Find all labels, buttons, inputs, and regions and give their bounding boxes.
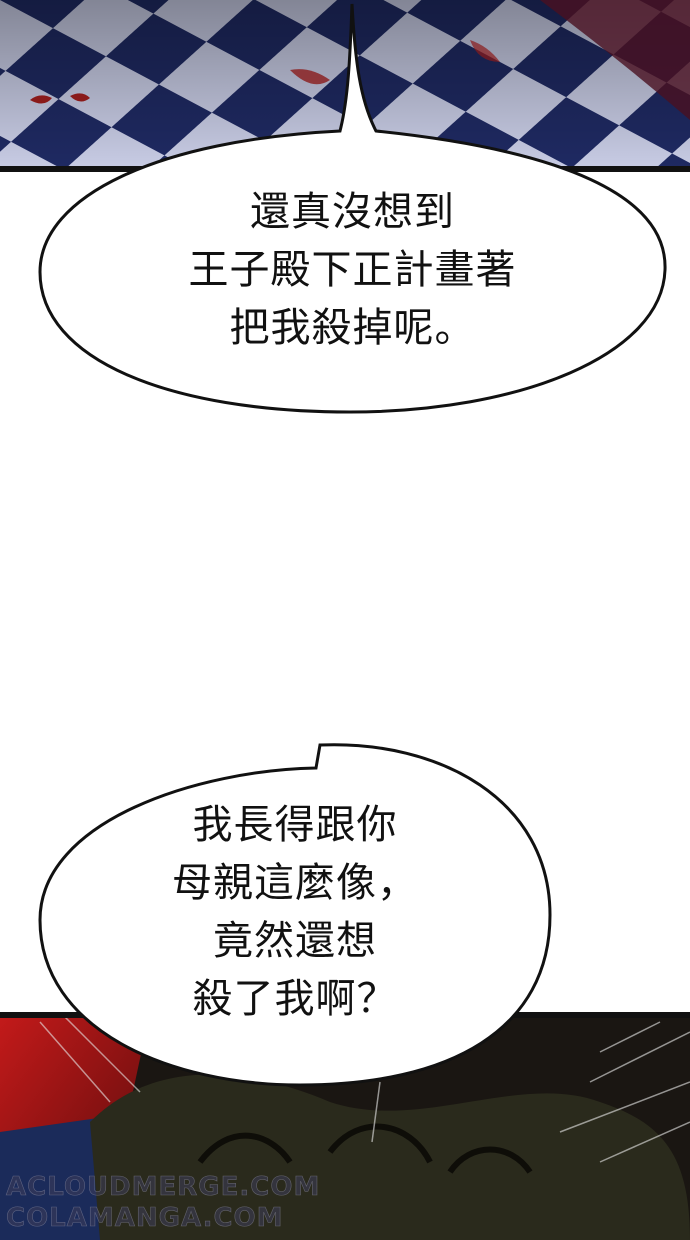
checkered-floor-illustration [0,0,690,172]
speech-line: 王子殿下正計畫著 [188,247,517,293]
watermark-line-1: ACLOUDMERGE.COM [6,1172,321,1203]
speech-line: 把我殺掉呢。 [229,305,476,351]
speech-line: 我長得跟你 [192,802,398,848]
speech-text-bottom: 我長得跟你 母親這麼像， 竟然還想 殺了我啊？ [40,796,550,1028]
speech-line: 母親這麼像， [172,860,418,906]
speech-line: 殺了我啊？ [192,976,398,1022]
speech-text-top: 還真沒想到 王子殿下正計畫著 把我殺掉呢。 [40,183,665,357]
watermark-line-2: COLAMANGA.COM [6,1203,284,1234]
panel-border [0,166,690,172]
speech-line: 竟然還想 [213,918,377,964]
top-panel-artwork [0,0,690,172]
speech-line: 還真沒想到 [250,189,455,235]
